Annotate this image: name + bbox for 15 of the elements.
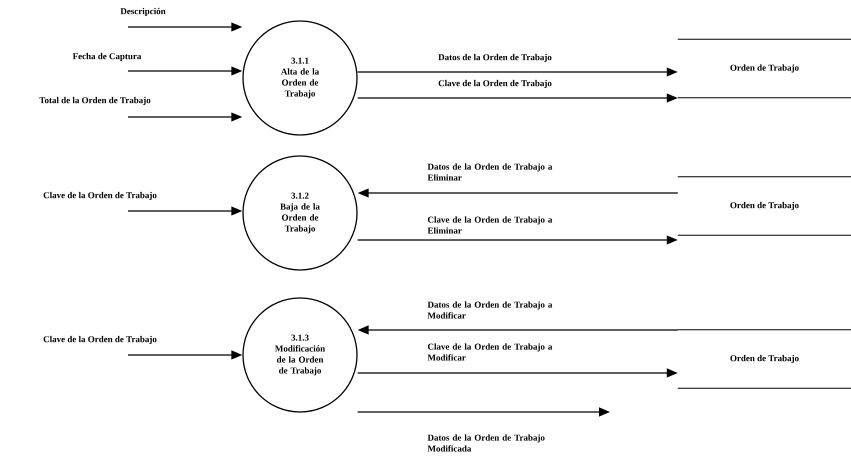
edge-label: Total de la Orden de Trabajo bbox=[38, 96, 152, 106]
edge-label: Clave de la Orden de Trabajo a Eliminar bbox=[426, 215, 554, 235]
edge-label: Clave de la Orden de Trabajo bbox=[437, 78, 553, 90]
edge-label: Datos de la Orden de Trabajo a Eliminar bbox=[426, 162, 554, 182]
edge-label: Datos de la Orden de Trabajo a Modificar bbox=[426, 300, 554, 320]
edge-label: Datos de la Orden de Trabajo Modificada bbox=[426, 433, 554, 453]
data-store: Orden de Trabajo bbox=[677, 38, 851, 98]
edge-label: Clave de la Orden de Trabajo bbox=[42, 334, 158, 346]
data-store: Orden de Trabajo bbox=[677, 329, 851, 389]
edge-label: Clave de la Orden de Trabajo a Modificar bbox=[426, 342, 554, 362]
edge-label: Descripción bbox=[119, 6, 167, 18]
data-store: Orden de Trabajo bbox=[677, 176, 851, 236]
edge-label: Datos de la Orden de Trabajo bbox=[437, 52, 553, 64]
edge-label: Clave de la Orden de Trabajo bbox=[42, 190, 158, 202]
edge-label: Fecha de Captura bbox=[72, 52, 142, 62]
